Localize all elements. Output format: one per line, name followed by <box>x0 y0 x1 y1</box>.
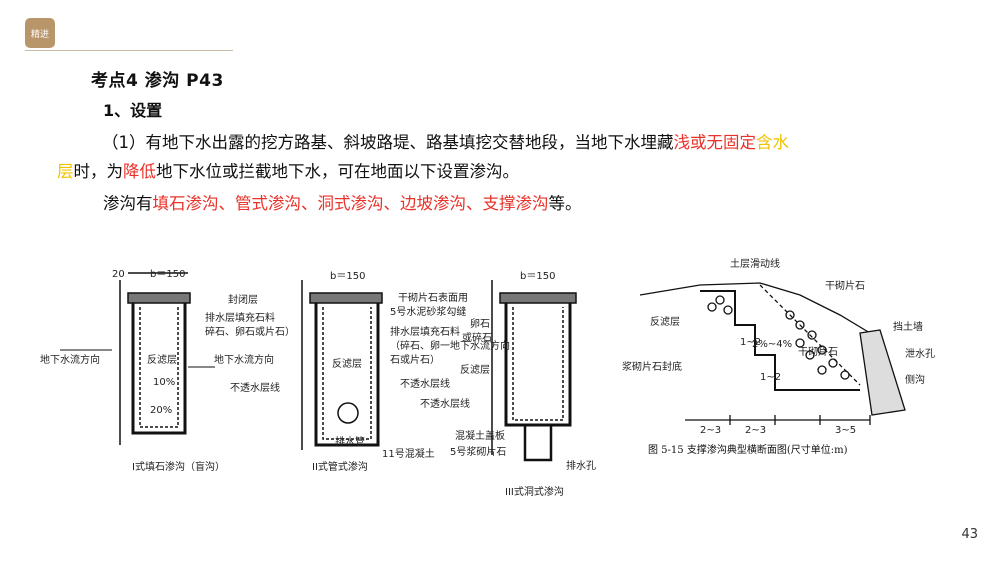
label-paishuikong: 排水孔 <box>566 459 596 472</box>
label-jiangqi: 5号浆砌片石 <box>450 445 506 458</box>
page-number: 43 <box>961 527 978 542</box>
label-gw-dir-mid: 地下水流方向 <box>214 353 274 366</box>
type1-trench <box>60 272 215 445</box>
label-fanlv-3: 反滤层 <box>460 363 490 376</box>
label-gw-dir-left: 地下水流方向 <box>40 353 100 366</box>
label-sand: 5号水泥砂浆勾缝 <box>390 305 466 318</box>
label-dim2: 2~3 <box>745 425 766 436</box>
figures-area: b＝150 20 封闭层 排水层填充石料 碎石、卵石或片石） 地下水流方向 地下… <box>40 257 935 498</box>
figure-right <box>639 282 906 425</box>
brand-logo: 精进 <box>25 18 55 48</box>
label-fanlv-2: 反滤层 <box>332 357 362 370</box>
types-list: 填石渗沟、管式渗沟、洞式渗沟、边坡渗沟、支撑渗沟 <box>152 194 549 213</box>
label-concrete: 11号混凝土 <box>382 447 435 460</box>
label-h1: 1~2 <box>740 337 761 348</box>
stepped-bed <box>700 290 860 391</box>
label-dim-b-2: b＝150 <box>330 271 365 282</box>
label-dim-b-3: b＝150 <box>520 271 555 282</box>
section-heading: 考点4 渗沟 P43 <box>91 71 224 91</box>
types-suffix: 等。 <box>548 194 582 213</box>
label-bts-1: 不透水层线 <box>230 381 280 394</box>
type3-trench <box>491 280 577 462</box>
label-xieshui: 泄水孔 <box>905 347 935 360</box>
label-pct20: 20% <box>150 405 172 416</box>
types-line: 渗沟有填石渗沟、管式渗沟、洞式渗沟、边坡渗沟、支撑渗沟等。 <box>103 190 582 214</box>
label-qianqi: 干砌片石表面用 <box>398 291 468 304</box>
type2-pipe <box>337 402 359 424</box>
body-paragraph: （1）有地下水出露的挖方路基、斜坡路堤、路基填挖交替地段，当地下水埋藏浅或无固定… <box>57 128 937 186</box>
header-divider <box>25 50 233 51</box>
label-slope: 2%~4% <box>752 339 792 350</box>
logo-text: 精进 <box>30 29 49 40</box>
label-suishi: 或碎石 <box>462 331 492 344</box>
types-prefix: 渗沟有 <box>103 194 153 213</box>
caption-type1: I式填石渗沟（盲沟） <box>132 460 225 473</box>
label-dangtu: 挡土墙 <box>893 320 923 333</box>
para-highlight-yellow-2: 层 <box>57 162 74 181</box>
label-paishui-fill: 排水层填充石料 <box>390 325 460 338</box>
label-paishui-fill-2: （碎石、卵一地下水流方向 <box>390 339 510 352</box>
ground-line <box>639 282 871 334</box>
label-fengbi: 封闭层 <box>228 293 258 306</box>
label-gaiban: 混凝土盖板 <box>455 429 505 442</box>
label-ganqi: 干砌片石 <box>825 279 865 292</box>
label-cego: 侧沟 <box>905 373 925 386</box>
label-fanlv-1: 反滤层 <box>147 353 177 366</box>
label-dim3: 3~5 <box>835 425 856 436</box>
label-jiangqi: 浆砌片石封底 <box>622 360 682 373</box>
label-bts-3: 不透水层线 <box>420 397 470 410</box>
type3-cap <box>499 292 577 304</box>
caption-type2: II式管式渗沟 <box>312 460 368 473</box>
para-text-a: （1）有地下水出露的挖方路基、斜坡路堤、路基填挖交替地段，当地下水埋藏 <box>102 133 674 152</box>
label-slide: 土层滑动线 <box>730 257 780 270</box>
label-paishui-1: 排水层填充石料 <box>205 311 275 324</box>
label-ganqi-v: 干砌片石 <box>798 345 838 358</box>
label-paishui-2: 碎石、卵石或片石） <box>205 325 295 338</box>
retaining-wall <box>859 329 906 416</box>
label-dim1: 2~3 <box>700 425 721 436</box>
type2-trench <box>301 280 383 450</box>
sub-heading: 1、设置 <box>103 101 163 120</box>
label-fanlv: 反滤层 <box>650 315 680 328</box>
label-dim-20: 20 <box>112 269 125 280</box>
figure-right-caption: 图 5-15 支撑渗沟典型横断面图(尺寸单位:m) <box>648 443 848 456</box>
para-text-b: 时，为 <box>73 162 124 181</box>
label-pipe: 排水管 <box>335 435 365 448</box>
figure-left-labels: b＝150 20 封闭层 排水层填充石料 碎石、卵石或片石） 地下水流方向 地下… <box>40 269 596 498</box>
label-h2: 1~2 <box>760 372 781 383</box>
figure-right-labels: 土层滑动线 干砌片石 反滤层 挡土墙 泄水孔 浆砌片石封底 2%~4% 干砌片石… <box>622 257 935 456</box>
para-highlight-red-2: 降低 <box>123 162 156 181</box>
type1-cap <box>127 292 191 304</box>
para-highlight-yellow-1: 含水 <box>756 133 789 152</box>
rubble-fill <box>707 295 850 380</box>
para-text-c: 地下水位或拦截地下水，可在地面以下设置渗沟。 <box>156 162 519 181</box>
label-bts-2: 不透水层线 <box>400 377 450 390</box>
label-paishui-fill-3: 石或片石） <box>390 353 440 366</box>
label-dim-b-1: b＝150 <box>150 269 185 280</box>
label-pct10: 10% <box>153 377 175 388</box>
caption-type3: III式洞式渗沟 <box>505 485 564 498</box>
label-luanshi: 卵石 <box>470 318 490 330</box>
para-highlight-red-1: 浅或无固定 <box>673 133 757 152</box>
slide-line <box>759 284 861 386</box>
type2-cap <box>309 292 383 304</box>
figure-left <box>60 272 577 462</box>
